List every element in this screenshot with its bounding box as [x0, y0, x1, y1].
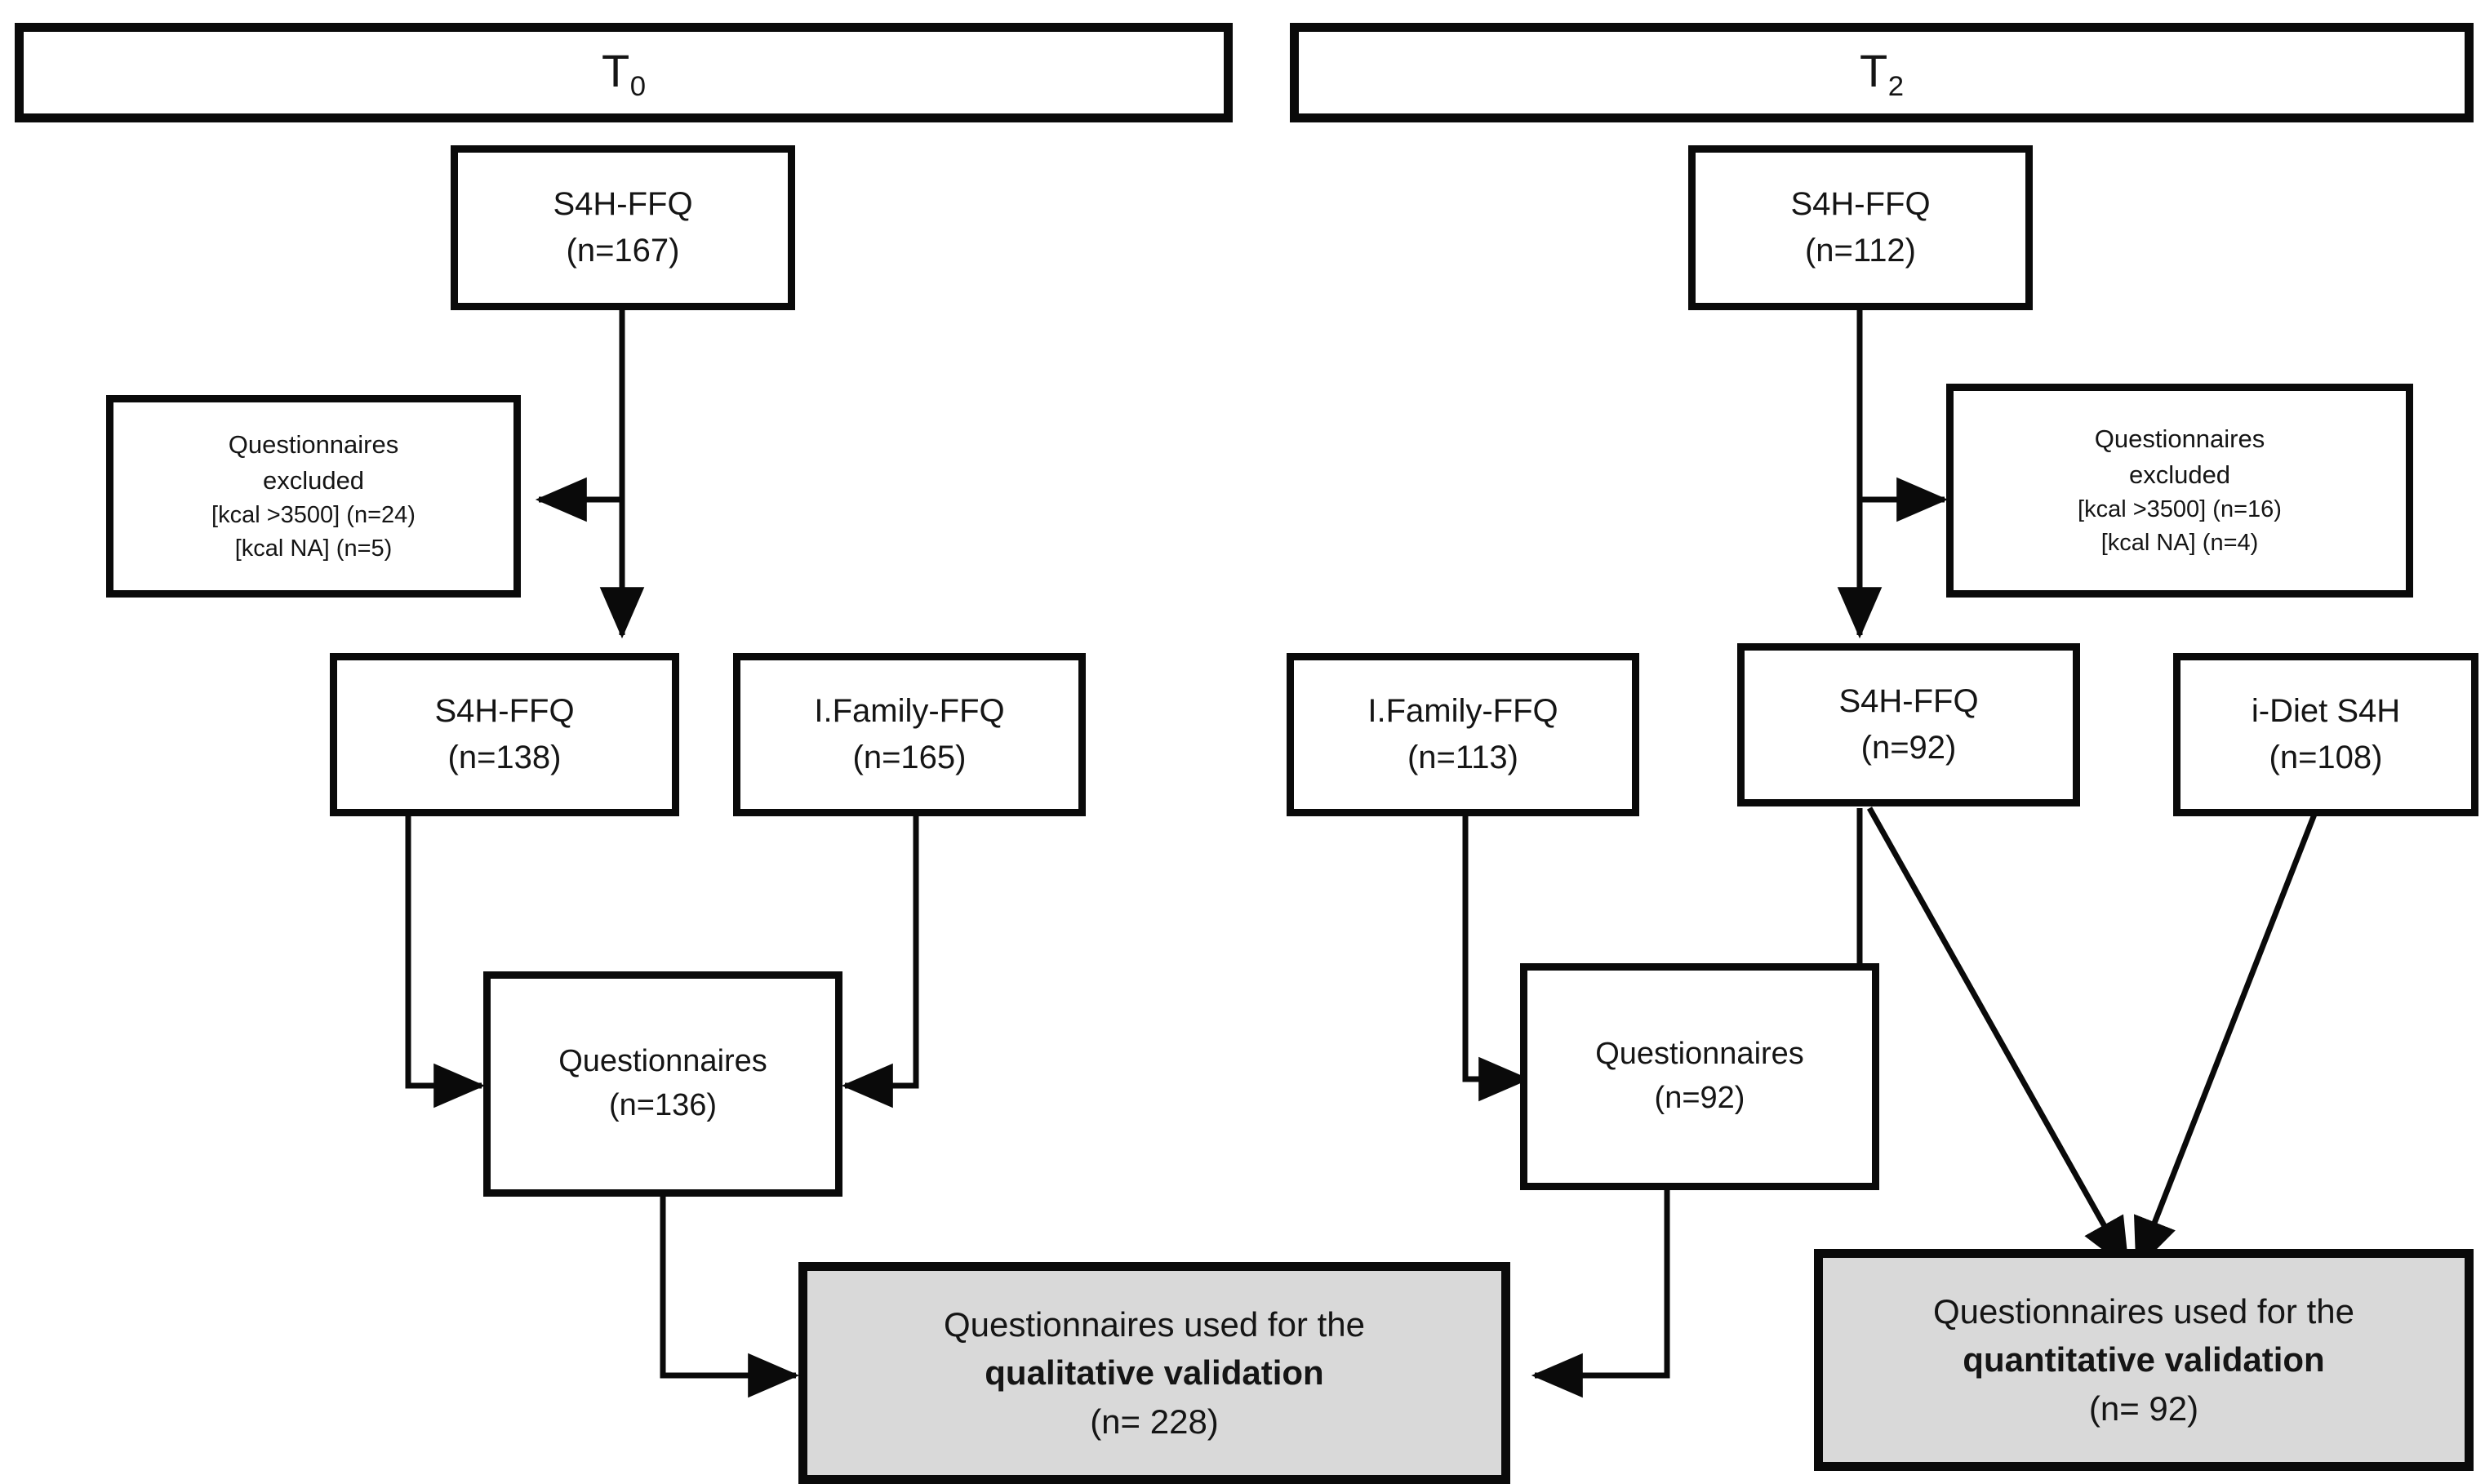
outcome-qualitative-line3: (n= 228) [1090, 1402, 1219, 1441]
node-t2-excluded-line3: [kcal >3500] (n=16) [2078, 495, 2282, 522]
node-t2-ifamily-ffq: I.Family-FFQ (n=113) [1287, 653, 1639, 816]
node-t2-questionnaires: Questionnaires (n=92) [1520, 963, 1879, 1190]
node-t0-excluded-line2: excluded [262, 465, 365, 495]
node-t0-excluded-line4: [kcal NA] (n=5) [234, 535, 393, 562]
node-t0-excluded-line1: Questionnaires [228, 429, 399, 459]
node-t2-quest-line2: (n=92) [1654, 1081, 1745, 1115]
edge-t0-s4h-to-quest [405, 816, 486, 1109]
node-t0-source-line2: (n=167) [566, 233, 680, 269]
node-outcome-quantitative: Questionnaires used for the quantitative… [1814, 1249, 2474, 1471]
node-t0-excluded-line3: [kcal >3500] (n=24) [211, 501, 416, 528]
node-t0-source-line1: S4H-FFQ [553, 186, 693, 223]
node-outcome-qualitative: Questionnaires used for the qualitative … [798, 1262, 1510, 1484]
node-t2-source: S4H-FFQ (n=112) [1688, 145, 2033, 310]
node-t0-quest-line1: Questionnaires [558, 1044, 767, 1079]
edge-t0-source-to-excluded [535, 310, 625, 522]
header-band-t0: T0 [15, 23, 1233, 122]
node-t2-ifam-line1: I.Family-FFQ [1367, 693, 1558, 730]
outcome-qualitative-line2: qualitative validation [985, 1353, 1324, 1393]
node-t0-quest-line2: (n=136) [608, 1088, 718, 1122]
node-t0-ifamily-ffq: I.Family-FFQ (n=165) [733, 653, 1086, 816]
node-t2-idiet-line1: i-Diet S4H [2251, 693, 2401, 730]
node-t2-source-line1: S4H-FFQ [1790, 186, 1931, 223]
edge-t2-s4h-to-quantitative [1866, 806, 2131, 1270]
node-t2-excluded-line2: excluded [2128, 460, 2231, 489]
node-t2-source-line2: (n=112) [1804, 233, 1916, 269]
edge-t0-quest-to-qualitative [660, 1196, 800, 1398]
edge-t2-source-to-excluded [1856, 310, 1949, 522]
outcome-quantitative-line2: quantitative validation [1963, 1340, 2325, 1380]
node-t0-excluded: Questionnaires excluded [kcal >3500] (n=… [106, 395, 521, 598]
edge-t0-ifam-to-quest [841, 816, 919, 1109]
header-label-t2: T2 [1859, 44, 1905, 102]
node-t0-s4h-ffq: S4H-FFQ (n=138) [330, 653, 679, 816]
node-t2-s4h-line1: S4H-FFQ [1838, 683, 1979, 720]
edge-t2-idiet-to-quantitative [2134, 806, 2320, 1270]
header-band-t2: T2 [1290, 23, 2474, 122]
node-t0-questionnaires: Questionnaires (n=136) [483, 971, 842, 1197]
outcome-quantitative-line3: (n= 92) [2088, 1388, 2199, 1428]
node-t0-s4h-line2: (n=138) [447, 740, 562, 775]
node-t2-s4h-ffq: S4H-FFQ (n=92) [1737, 643, 2080, 806]
node-t2-excluded-line1: Questionnaires [2094, 424, 2265, 453]
node-t2-ifam-line2: (n=113) [1407, 740, 1518, 775]
header-label-t0: T0 [601, 44, 647, 102]
edge-t2-ifam-to-quest [1462, 816, 1531, 1102]
node-t0-s4h-line1: S4H-FFQ [434, 693, 575, 730]
outcome-qualitative-line1: Questionnaires used for the [944, 1304, 1365, 1344]
node-t2-excluded: Questionnaires excluded [kcal >3500] (n=… [1946, 384, 2413, 598]
node-t2-s4h-line2: (n=92) [1860, 730, 1957, 766]
node-t0-source: S4H-FFQ (n=167) [451, 145, 795, 310]
node-t2-quest-line1: Questionnaires [1595, 1037, 1804, 1072]
node-t0-ifam-line1: I.Family-FFQ [814, 693, 1005, 730]
outcome-quantitative-line1: Questionnaires used for the [1933, 1291, 2354, 1331]
node-t2-excluded-line4: [kcal NA] (n=4) [2100, 530, 2259, 557]
node-t2-idiet-line2: (n=108) [2269, 740, 2383, 775]
edge-t2-quest-to-qualitative [1531, 1190, 1670, 1398]
node-t2-idiet-s4h: i-Diet S4H (n=108) [2173, 653, 2478, 816]
node-t0-ifam-line2: (n=165) [852, 740, 967, 775]
